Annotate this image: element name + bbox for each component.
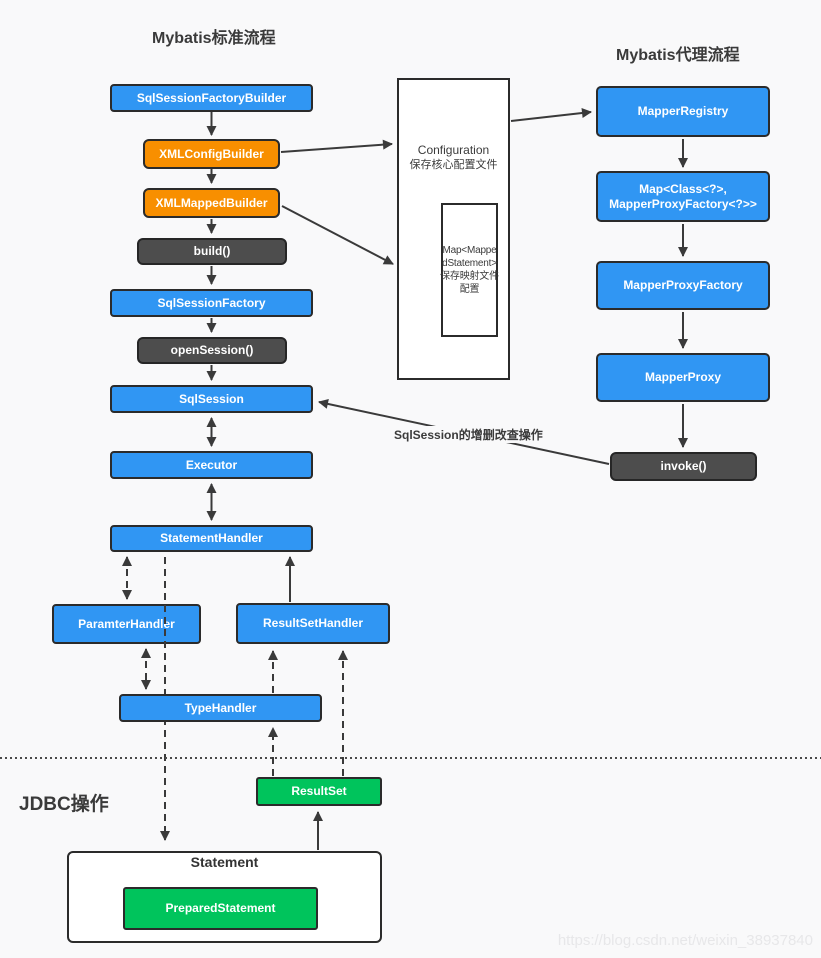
node-sqlsessionfactorybuilder: SqlSessionFactoryBuilder [110,84,313,112]
node-executor: Executor [110,451,313,479]
node-statementhandler: StatementHandler [110,525,313,552]
node-mapperproxyfactory: MapperProxyFactory [596,261,770,310]
node-resultset: ResultSet [256,777,382,806]
node-build: build() [137,238,287,265]
node-invoke: invoke() [610,452,757,481]
label-sqlsession-operations: SqlSession的增删改查操作 [391,426,546,443]
node-typehandler: TypeHandler [119,694,322,722]
statement-label: Statement [190,854,259,870]
configuration-label: Configuration 保存核心配置文件 [397,143,510,173]
mapped-statement-label: Map<Mappe dStatement> 保存映射文件 配置 [440,245,499,295]
arrow-configuration-to-mapperregistry [510,108,592,122]
node-mapperregistry: MapperRegistry [596,86,770,137]
jdbc-section-divider [0,757,821,759]
node-sqlsession: SqlSession [110,385,313,413]
node-resultsethandler: ResultSetHandler [236,603,390,644]
node-xmlconfigbuilder: XMLConfigBuilder [143,139,280,169]
mapped-statement-box [441,203,498,337]
node-opensession: openSession() [137,337,287,364]
node-paramterhandler: ParamterHandler [52,604,201,644]
node-mapclass-proxyfactory: Map<Class<?>, MapperProxyFactory<?>> [596,171,770,222]
node-preparedstatement: PreparedStatement [123,887,318,930]
node-sqlsessionfactory: SqlSessionFactory [110,289,313,317]
node-mapperproxy: MapperProxy [596,353,770,402]
title-proxy-flow: Mybatis代理流程 [616,47,740,64]
title-jdbc: JDBC操作 [19,794,109,815]
configuration-subtitle: 保存核心配置文件 [409,159,498,171]
configuration-title: Configuration [417,143,490,157]
watermark: https://blog.csdn.net/weixin_38937840 [557,932,813,949]
arrow-mappedbuilder-to-mapbox [281,205,394,265]
title-standard-flow: Mybatis标准流程 [152,30,276,47]
arrow-configbuilder-to-configuration [280,139,393,153]
node-xmlmappedbuilder: XMLMappedBuilder [143,188,280,218]
